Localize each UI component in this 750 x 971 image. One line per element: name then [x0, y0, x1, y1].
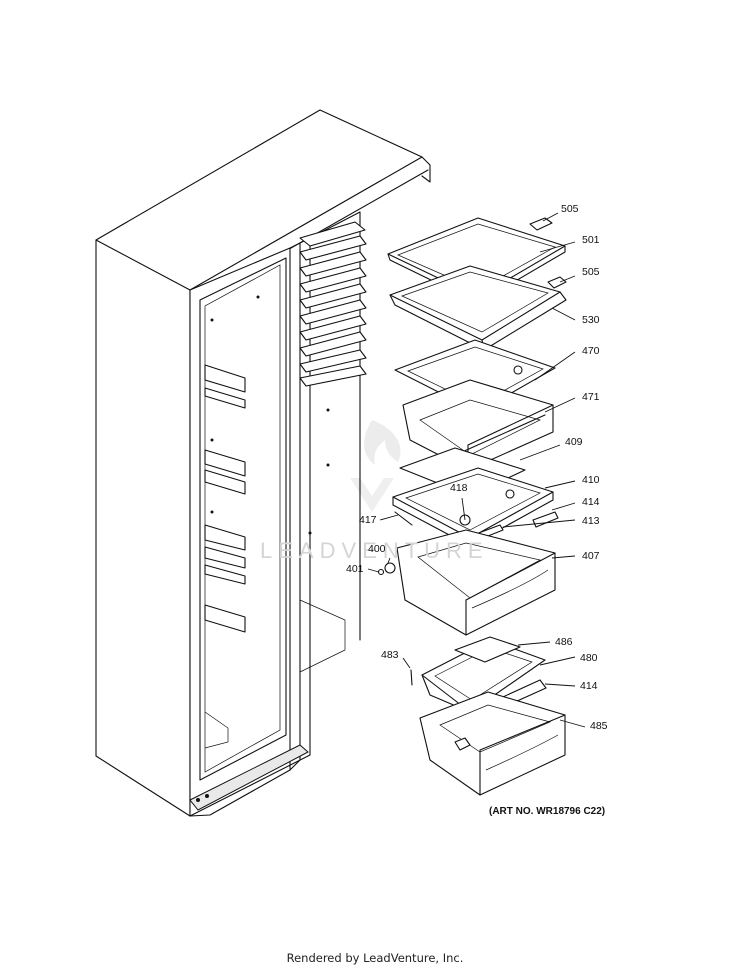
part-407-meat-pan — [396, 529, 556, 636]
refrigerator-cabinet — [95, 109, 431, 817]
callout-407: 407 — [582, 550, 600, 562]
callout-480: 480 — [580, 652, 598, 664]
art-number: (ART NO. WR18796 C22) — [489, 806, 606, 817]
callout-501: 501 — [582, 234, 600, 246]
callout-418: 418 — [450, 482, 468, 494]
watermark-logo — [350, 420, 401, 512]
part-471-crisper-drawer — [402, 379, 554, 471]
callout-505-top: 505 — [561, 203, 579, 215]
callout-485: 485 — [590, 720, 608, 732]
callout-505-lower: 505 — [582, 266, 600, 278]
part-485-lower-pan — [419, 691, 566, 796]
callout-400: 400 — [368, 543, 386, 555]
part-414-handle-upper — [532, 511, 559, 528]
callout-410: 410 — [582, 474, 600, 486]
callout-401: 401 — [346, 563, 364, 575]
callout-470: 470 — [582, 345, 600, 357]
part-483-rod — [410, 669, 413, 686]
part-401-screw — [377, 568, 385, 576]
part-530-shelf-frame — [389, 265, 567, 351]
callout-417: 417 — [359, 514, 377, 526]
footer-credit: Rendered by LeadVenture, Inc. — [286, 951, 464, 965]
callout-486: 486 — [555, 636, 573, 648]
callout-413: 413 — [582, 515, 600, 527]
callout-414-upper: 414 — [582, 496, 600, 508]
part-410-pan-frame — [392, 467, 554, 547]
part-505-clip-top — [529, 217, 553, 231]
leader-lines — [367, 212, 586, 728]
callout-483: 483 — [381, 649, 399, 661]
watermark-text: LEADVENTURE — [260, 538, 489, 563]
callout-530: 530 — [582, 314, 600, 326]
freezer-shelves — [299, 221, 367, 387]
callout-471: 471 — [582, 391, 600, 403]
callout-409: 409 — [565, 436, 583, 448]
callout-414-lower: 414 — [580, 680, 598, 692]
part-486-cover-glass — [454, 636, 521, 663]
part-400-wheel — [384, 562, 396, 574]
part-417-rod — [394, 511, 413, 526]
part-505-clip-lower — [547, 276, 567, 289]
